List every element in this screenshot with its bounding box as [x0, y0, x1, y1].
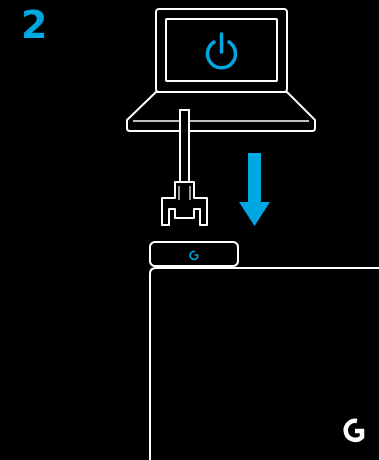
- usb-receiver: [150, 242, 238, 266]
- usb-connector: [162, 182, 207, 225]
- logitech-g-logo: [346, 421, 362, 440]
- receiver-body: [150, 242, 238, 266]
- laptop-base: [127, 92, 315, 131]
- laptop: [127, 9, 315, 131]
- usb-cable: [162, 110, 207, 225]
- cable-cord: [180, 110, 189, 182]
- power-icon: [208, 34, 236, 68]
- down-arrow-icon: [239, 153, 270, 226]
